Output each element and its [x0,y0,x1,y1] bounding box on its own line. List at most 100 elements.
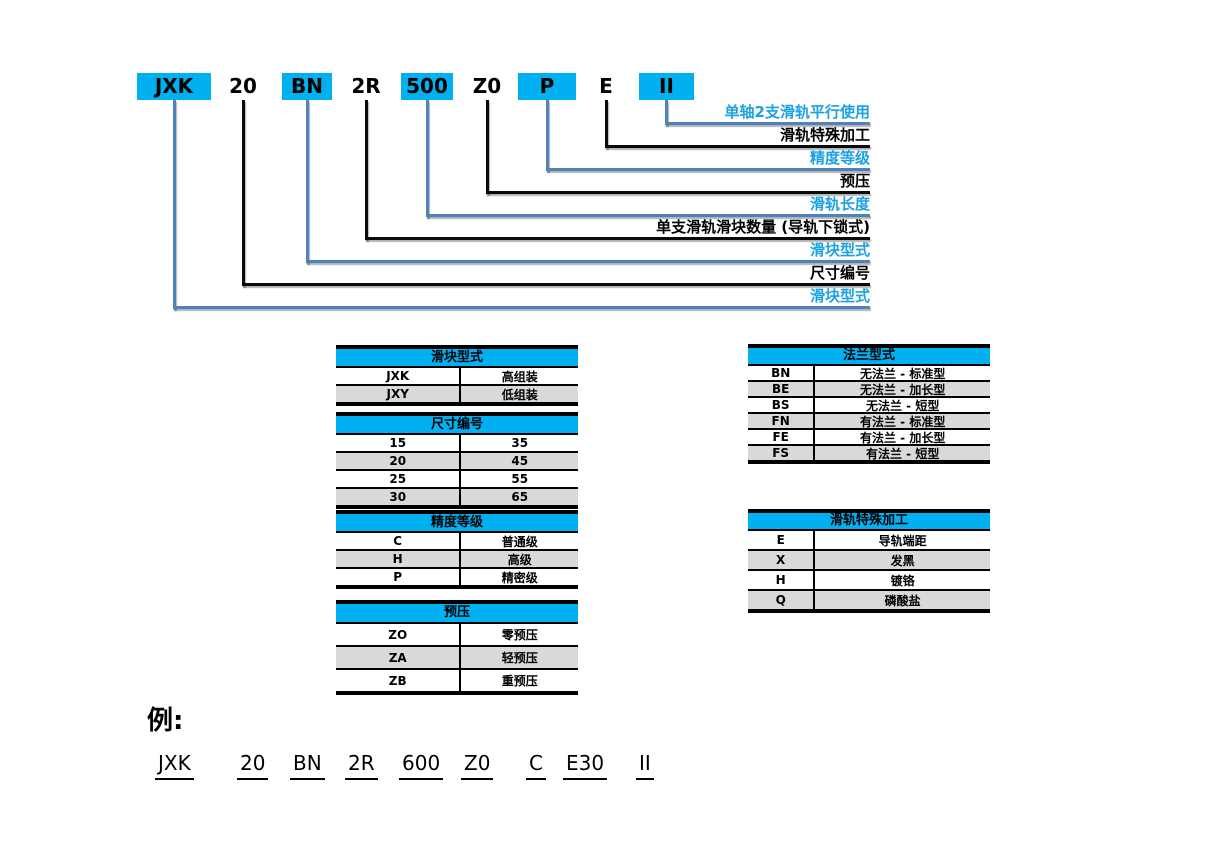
table-header-size-number: 尺寸编号 [336,416,578,433]
table-cell-code: H [748,571,816,589]
table-cell-code: H [336,551,462,567]
table-cell-desc: 镀铬 [890,573,915,588]
table-cell-code: ZO [336,624,462,645]
part-code-20: 20 [229,74,257,98]
leader-line-horizontal [604,145,870,148]
table-cell-code: 25 [336,471,462,487]
table-cell-desc: 有法兰 - 加长型 [859,430,946,445]
segment-label-II: 单轴2支滑轨平行使用 [724,103,870,121]
table-row: 30 65 [336,487,578,505]
leader-line-vertical [241,100,245,286]
table-cell-code: 20 [336,453,462,469]
table-row: BE 无法兰 - 加长型 [748,380,990,397]
table-cell-code: P [336,569,462,585]
part-code-E: E [599,74,613,98]
table-cell-desc: 高级 [507,552,532,567]
table-cell-code: BN [748,366,816,380]
table-cell-desc: 35 [511,436,529,450]
part-code-BN: BN [282,73,332,100]
table-row: FS 有法兰 - 短型 [748,444,990,461]
table-cell-desc: 有法兰 - 标准型 [859,414,946,429]
table-header-rail-special-machining: 滑轨特殊加工 [748,513,990,529]
segment-label-JXK: 滑块型式 [809,287,870,305]
table-row: X 发黑 [748,549,990,569]
part-code-II: II [639,73,694,100]
table-cell-code: E [748,531,816,549]
table-cell-desc: 45 [511,454,529,468]
segment-label-P: 精度等级 [809,149,870,167]
table-header-flange-type: 法兰型式 [748,348,990,364]
table-cell-desc: 普通级 [501,534,538,549]
table-cell-code: ZB [336,670,462,691]
table-cell-desc: 有法兰 - 短型 [865,446,940,461]
table-cell-code: FN [748,414,816,428]
table-header-block-type: 滑块型式 [336,349,578,366]
leader-line-vertical [172,100,176,309]
table-header-precision-grade: 精度等级 [336,514,578,531]
example-code-C: C [526,751,546,780]
example-code-II: II [636,751,654,780]
table-row: H 镀铬 [748,569,990,589]
table-cell-code: JXY [336,386,462,402]
table-cell-desc: 65 [511,490,529,504]
part-code-2R: 2R [351,74,381,98]
example-code-2R: 2R [345,751,378,780]
table-cell-code: ZA [336,647,462,668]
leader-line-horizontal [172,306,870,309]
segment-label-20: 尺寸编号 [809,264,870,282]
table-header-preload: 预压 [336,604,578,622]
segment-label-500: 滑轨长度 [809,195,870,213]
table-cell-desc: 发黑 [890,553,915,568]
example-label: 例: [147,706,184,736]
table-cell-desc: 高组装 [501,369,538,384]
table-row: C 普通级 [336,531,578,549]
leader-line-horizontal [241,283,870,286]
table-cell-code: X [748,551,816,569]
segment-label-E: 滑轨特殊加工 [779,126,870,144]
table-cell-code: 15 [336,435,462,451]
table-row: FN 有法兰 - 标准型 [748,412,990,429]
table-cell-code: BE [748,382,816,396]
table-cell-code: FS [748,446,816,460]
part-code-P: P [518,73,576,100]
leader-line-horizontal [305,260,870,263]
leader-line-vertical [425,100,429,217]
table-row: ZO 零预压 [336,622,578,645]
example-code-JXK: JXK [155,751,194,780]
leader-line-horizontal [364,237,870,240]
example-code-600: 600 [399,751,444,780]
segment-label-BN: 滑块型式 [809,241,870,259]
table-cell-desc: 磷酸盐 [884,593,921,608]
example-code-E30: E30 [563,751,608,780]
example-code-20: 20 [237,751,269,780]
table-cell-code: Q [748,591,816,609]
leader-line-vertical [305,100,309,263]
part-code-Z0: Z0 [472,74,502,98]
leader-line-vertical [604,100,608,148]
table-cell-desc: 零预压 [501,628,538,642]
table-row: JXY 低组装 [336,384,578,402]
table-cell-desc: 无法兰 - 加长型 [859,382,946,397]
table-cell-code: C [336,533,462,549]
table-cell-desc: 低组装 [501,387,538,402]
leader-line-vertical [545,100,549,171]
table-cell-code: BS [748,398,816,412]
table-row: Q 磷酸盐 [748,589,990,609]
example-code-Z0: Z0 [461,751,494,780]
leader-line-vertical [664,100,668,125]
table-cell-code: 30 [336,489,462,505]
